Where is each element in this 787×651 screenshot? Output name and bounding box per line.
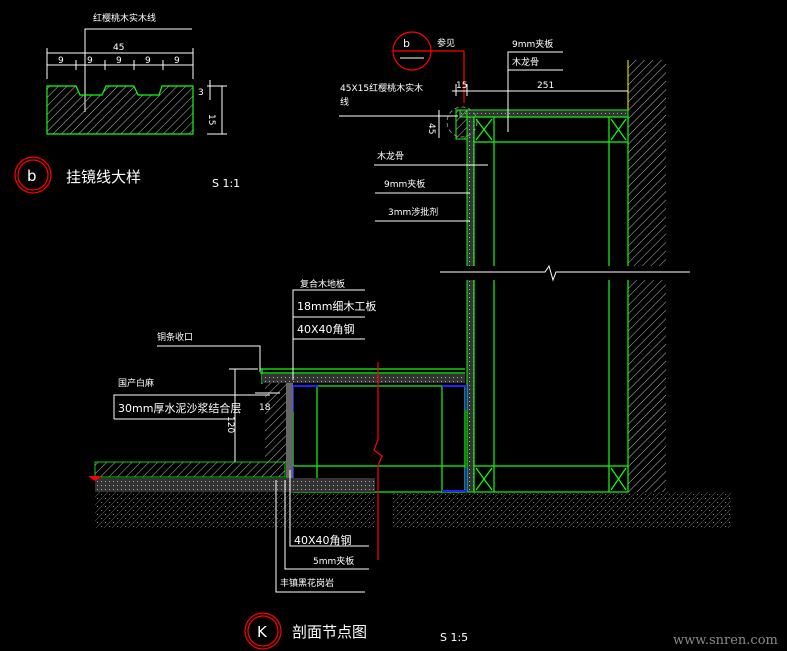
section-k: b 参见 9mm夹板 木龙骨 15 251 45X15红樱桃木实木 线 45 木… [88, 31, 731, 650]
dim-seg-5: 9 [174, 56, 180, 66]
break-line [440, 264, 690, 282]
section-title: 剖面节点图 [292, 623, 367, 641]
bottom-label-granite: 丰镇黑花岗岩 [280, 577, 334, 589]
moulding-material-label: 红樱桃木实木线 [93, 12, 156, 24]
wall-panel [466, 116, 475, 493]
moulding-profile [46, 85, 194, 135]
moulding-label-2: 线 [340, 96, 349, 108]
dim-seg-1: 9 [58, 56, 64, 66]
moulding-label-1: 45X15红樱桃木实木 [340, 82, 423, 94]
moulding-section [455, 109, 468, 140]
section-scale: S 1:5 [440, 631, 468, 644]
wall-label-joist: 木龙骨 [377, 150, 404, 162]
dim-18: 18 [259, 403, 271, 413]
dim-seg-2: 9 [87, 56, 93, 66]
floor-label-blockboard: 18mm细木工板 [297, 299, 376, 313]
dim-120: 120 [225, 416, 235, 433]
marker-circle [244, 612, 282, 650]
edge-label: 铜条收口 [157, 331, 193, 343]
concrete-slab [95, 492, 375, 528]
dim-seg-3: 9 [116, 56, 122, 66]
leader-line [84, 28, 192, 112]
stone-skirting [265, 383, 286, 463]
dim-total: 45 [113, 43, 124, 53]
section-marker: K [257, 623, 268, 641]
floor-label-steel: 40X40角钢 [297, 323, 355, 336]
detail-scale: S 1:1 [212, 177, 240, 190]
bottom-label-steel: 40X40角钢 [294, 534, 352, 547]
dim-ticks [46, 48, 194, 79]
top-label-plywood: 9mm夹板 [512, 38, 553, 50]
mortar-label: 30mm厚水泥沙浆结合层 [118, 401, 241, 415]
dim-15: 15 [456, 81, 467, 91]
marker-circle [14, 156, 52, 194]
detail-title: 挂镜线大样 [66, 168, 141, 186]
floor-label-laminate: 复合木地板 [300, 278, 345, 290]
watermark: www.snren.com [673, 633, 778, 648]
dim-251: 251 [537, 81, 554, 91]
wall-label-putty: 3mm涉批剂 [388, 206, 438, 218]
bottom-label-plywood: 5mm夹板 [313, 555, 354, 567]
granite-floor [94, 461, 286, 478]
top-label-joist: 木龙骨 [512, 56, 539, 68]
dim-groove: 3 [198, 88, 204, 98]
concrete-slab [393, 492, 731, 528]
stone-label: 国产白麻 [118, 377, 154, 389]
top-panel [459, 109, 629, 118]
detail-marker: b [27, 167, 37, 185]
detail-b: 红樱桃木实木线 45 9 9 9 9 9 3 15 b 挂镜线大样 S 1:1 [14, 12, 240, 194]
timber-frame [473, 116, 629, 493]
plywood-layer [262, 374, 465, 383]
ref-marker: b [403, 37, 410, 50]
ref-label: 参见 [437, 37, 455, 49]
dim-45: 45 [426, 123, 436, 134]
dim-seg-4: 9 [145, 56, 151, 66]
angle-steel [292, 385, 467, 492]
dim-height: 15 [206, 114, 216, 125]
break-line [373, 362, 383, 560]
wall-label-plywood: 9mm夹板 [384, 178, 425, 190]
